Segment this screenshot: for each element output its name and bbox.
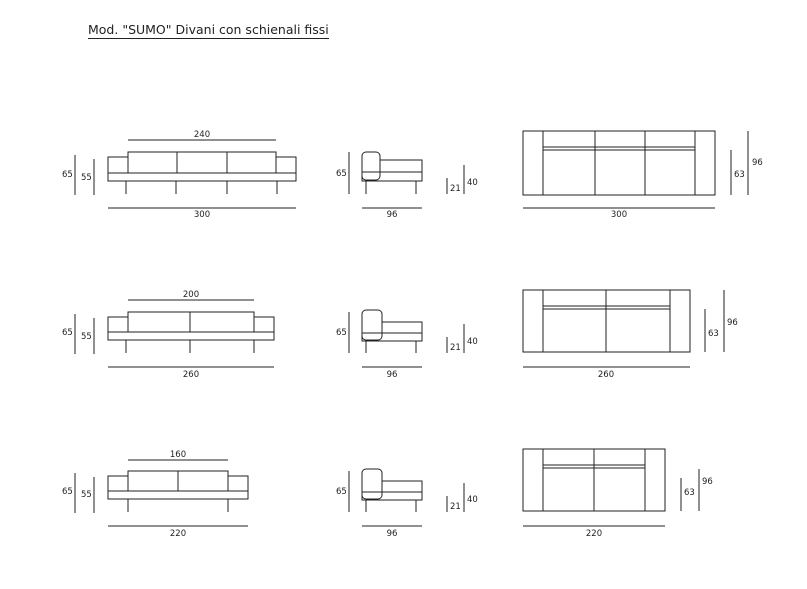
right-armrest-top <box>644 448 666 512</box>
left-armrest-top <box>522 289 544 353</box>
side-view: 65 96 21 40 <box>336 309 478 380</box>
seat-profile <box>381 480 423 493</box>
backrest-profile <box>361 468 383 500</box>
inner-depth-label: 63 <box>708 329 719 339</box>
seat-base <box>107 490 249 500</box>
total-width-label: 260 <box>183 370 199 380</box>
row-1: 240 300 65 55 65 <box>62 130 763 220</box>
depth-label: 96 <box>752 158 763 168</box>
total-width-label: 300 <box>194 210 210 220</box>
left-armrest <box>107 156 129 174</box>
backrest-width-label: 200 <box>183 290 199 300</box>
left-armrest <box>107 475 129 492</box>
top-view: 260 96 63 <box>522 289 738 380</box>
total-height-label: 65 <box>62 170 73 180</box>
row-3: 160 220 65 55 65 96 21 <box>62 448 713 539</box>
width-label: 260 <box>598 370 614 380</box>
right-armrest <box>253 316 275 333</box>
height-label: 65 <box>336 169 347 179</box>
armrest-height-label: 40 <box>467 178 478 188</box>
width-label: 300 <box>611 210 627 220</box>
backrest-width-label: 240 <box>194 130 210 140</box>
top-view: 220 96 63 <box>522 448 713 539</box>
backrest <box>127 311 255 333</box>
seat-height-label: 55 <box>81 490 92 500</box>
seat-profile <box>379 159 423 173</box>
backrest-profile <box>361 151 381 181</box>
front-view: 240 300 65 55 <box>62 130 297 220</box>
row-2: 200 260 65 55 65 96 2 <box>62 289 738 380</box>
base-profile <box>361 171 423 182</box>
front-view: 160 220 65 55 <box>62 450 249 539</box>
front-view: 200 260 65 55 <box>62 290 275 380</box>
left-armrest-top <box>522 130 544 196</box>
depth-label: 96 <box>727 318 738 328</box>
depth-label: 96 <box>387 370 398 380</box>
armrest-height-label: 40 <box>467 495 478 505</box>
seat-height-label: 55 <box>81 173 92 183</box>
right-armrest-top <box>669 289 691 353</box>
seat-profile <box>381 321 423 334</box>
inner-depth-label: 63 <box>734 170 745 180</box>
depth-label: 96 <box>387 529 398 539</box>
backrest <box>127 151 277 174</box>
left-armrest-top <box>522 448 544 512</box>
backrest-width-label: 160 <box>170 450 186 460</box>
total-height-label: 65 <box>62 328 73 338</box>
top-view: 300 96 63 <box>522 130 763 220</box>
right-armrest <box>227 475 249 492</box>
right-armrest-top <box>694 130 716 196</box>
base-profile <box>361 332 423 342</box>
height-label: 65 <box>336 328 347 338</box>
inner-depth-label: 63 <box>684 488 695 498</box>
side-view: 65 96 21 40 <box>336 151 478 220</box>
total-height-label: 65 <box>62 487 73 497</box>
armrest-height-label: 40 <box>467 337 478 347</box>
side-view: 65 96 21 40 <box>336 468 478 539</box>
leg-height-label: 21 <box>450 502 461 512</box>
left-armrest <box>107 316 129 333</box>
total-width-label: 220 <box>170 529 186 539</box>
depth-label: 96 <box>702 477 713 487</box>
base-profile <box>361 491 423 501</box>
height-label: 65 <box>336 487 347 497</box>
page-title: Mod. "SUMO" Divani con schienali fissi <box>88 22 329 39</box>
depth-label: 96 <box>387 210 398 220</box>
seat-base <box>107 331 275 341</box>
leg-height-label: 21 <box>450 343 461 353</box>
width-label: 220 <box>586 529 602 539</box>
seat-base <box>107 172 297 182</box>
right-armrest <box>275 156 297 174</box>
backrest-profile <box>361 309 383 341</box>
seat-height-label: 55 <box>81 332 92 342</box>
top-outline <box>522 130 716 196</box>
leg-height-label: 21 <box>450 184 461 194</box>
